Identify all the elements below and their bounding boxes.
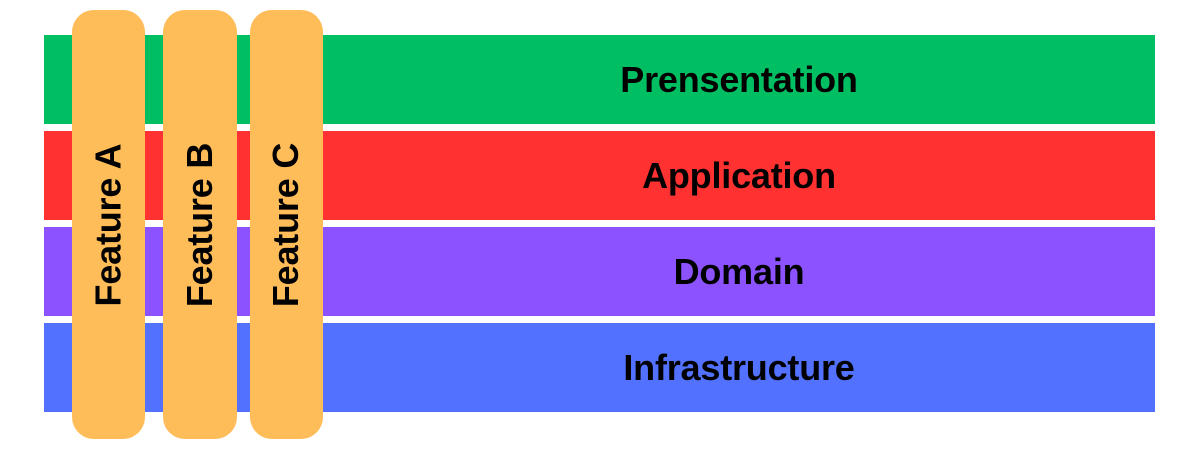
layer-label-presentation: Prensentation	[620, 58, 858, 100]
feature-pill-b[interactable]: Feature B	[163, 10, 237, 439]
layer-label-domain: Domain	[673, 250, 805, 292]
feature-pill-a[interactable]: Feature A	[72, 10, 145, 439]
feature-pill-c[interactable]: Feature C	[250, 10, 323, 439]
feature-label-a: Feature A	[87, 143, 129, 306]
feature-label-c: Feature C	[265, 142, 307, 307]
feature-label-b: Feature B	[179, 142, 220, 307]
layer-label-infrastructure: Infrastructure	[623, 346, 855, 388]
layer-label-application: Application	[642, 154, 836, 196]
